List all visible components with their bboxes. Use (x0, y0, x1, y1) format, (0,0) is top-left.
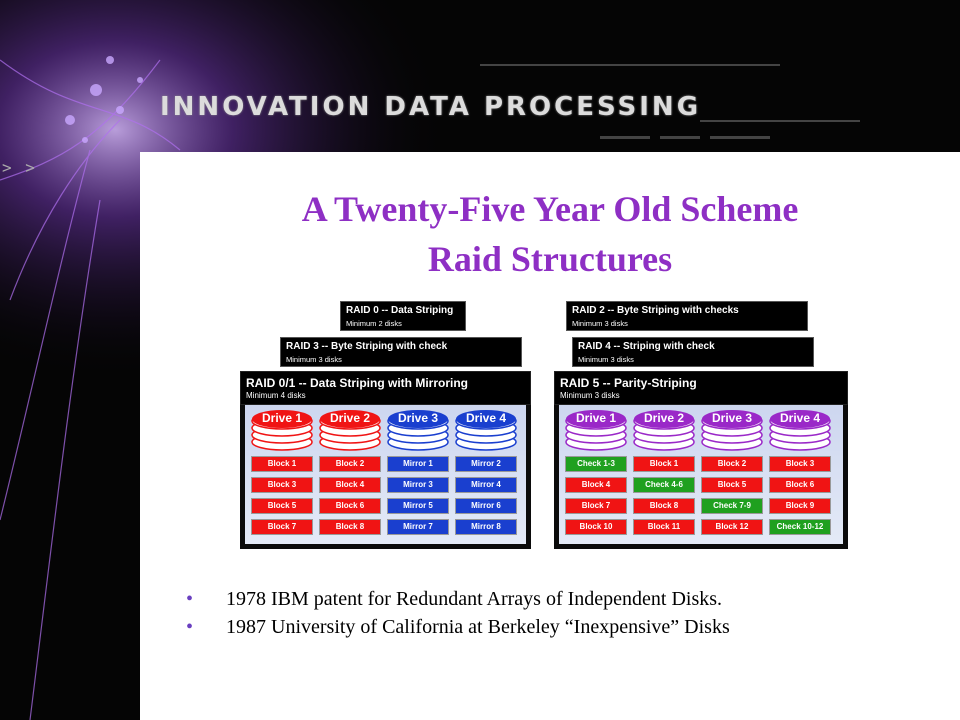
block-cell: Block 6 (769, 477, 831, 493)
raid0-sub: Minimum 2 disks (346, 319, 402, 328)
block-cell: Check 4-6 (633, 477, 695, 493)
drive-3-icon: Drive 3 (387, 409, 449, 451)
block-cell: Mirror 3 (387, 477, 449, 493)
block-cell: Block 1 (251, 456, 313, 472)
bullet-item: 1978 IBM patent for Redundant Arrays of … (186, 585, 730, 613)
title-line-2: Raid Structures (427, 239, 673, 279)
drive-2-icon: Drive 2 (633, 409, 695, 451)
raid5-title: RAID 5 -- Parity-Striping (560, 376, 697, 390)
raid2-title: RAID 2 -- Byte Striping with checks (572, 305, 739, 316)
block-cell: Block 6 (319, 498, 381, 514)
drive-2-icon: Drive 2 (319, 409, 381, 451)
drive-1-icon: Drive 1 (565, 409, 627, 451)
raid3-card: RAID 3 -- Byte Striping with check Minim… (280, 337, 522, 367)
raid5-header: RAID 5 -- Parity-Striping Minimum 3 disk… (554, 371, 848, 405)
raid01-panel: RAID 0/1 -- Data Striping with Mirroring… (240, 371, 531, 549)
block-cell: Block 5 (701, 477, 763, 493)
block-cell: Mirror 2 (455, 456, 517, 472)
block-cell: Block 8 (319, 519, 381, 535)
raid3-sub: Minimum 3 disks (286, 355, 342, 364)
drive-3-icon: Drive 3 (701, 409, 763, 451)
raid01-header: RAID 0/1 -- Data Striping with Mirroring… (240, 371, 531, 405)
drive-label: Drive 2 (329, 411, 371, 425)
block-cell: Check 1-3 (565, 456, 627, 472)
block-cell: Block 11 (633, 519, 695, 535)
raid5-panel: RAID 5 -- Parity-Striping Minimum 3 disk… (554, 371, 848, 549)
raid3-title: RAID 3 -- Byte Striping with check (286, 341, 448, 352)
raid4-title: RAID 4 -- Striping with check (578, 341, 715, 352)
block-cell: Block 4 (319, 477, 381, 493)
drive-label: Drive 4 (779, 411, 821, 425)
raid0-title: RAID 0 -- Data Striping (346, 305, 454, 316)
block-cell: Block 2 (319, 456, 381, 472)
block-cell: Block 9 (769, 498, 831, 514)
drive-4-icon: Drive 4 (455, 409, 517, 451)
drive-4-icon: Drive 4 (769, 409, 831, 451)
slide-content: A Twenty-Five Year Old Scheme Raid Struc… (140, 152, 960, 720)
block-cell: Check 7-9 (701, 498, 763, 514)
drive-label: Drive 3 (711, 411, 753, 425)
block-cell: Mirror 8 (455, 519, 517, 535)
drive-label: Drive 3 (397, 411, 439, 425)
block-cell: Block 4 (565, 477, 627, 493)
block-cell: Mirror 7 (387, 519, 449, 535)
block-cell: Mirror 1 (387, 456, 449, 472)
drive-label: Drive 4 (465, 411, 507, 425)
brand-logo: Innovation Data Processing (160, 92, 702, 122)
block-cell: Block 5 (251, 498, 313, 514)
block-cell: Block 12 (701, 519, 763, 535)
block-cell: Block 7 (565, 498, 627, 514)
raid0-card: RAID 0 -- Data Striping Minimum 2 disks (340, 301, 466, 331)
drive-label: Drive 1 (261, 411, 303, 425)
slide-title: A Twenty-Five Year Old Scheme Raid Struc… (140, 184, 960, 284)
drive-label: Drive 1 (575, 411, 617, 425)
nav-marks: > > (2, 158, 37, 177)
block-cell: Mirror 5 (387, 498, 449, 514)
block-cell: Mirror 6 (455, 498, 517, 514)
raid2-card: RAID 2 -- Byte Striping with checks Mini… (566, 301, 808, 331)
block-cell: Block 8 (633, 498, 695, 514)
raid01-grid: Drive 1 Drive 2 Drive 3 Drive 4 Block 1 Block… (245, 405, 526, 544)
raid01-sub: Minimum 4 disks (246, 391, 306, 400)
block-cell: Block 10 (565, 519, 627, 535)
block-cell: Check 10-12 (769, 519, 831, 535)
drive-1-icon: Drive 1 (251, 409, 313, 451)
drive-label: Drive 2 (643, 411, 685, 425)
block-cell: Block 7 (251, 519, 313, 535)
raid2-sub: Minimum 3 disks (572, 319, 628, 328)
raid4-sub: Minimum 3 disks (578, 355, 634, 364)
block-cell: Block 3 (251, 477, 313, 493)
bullet-list: 1978 IBM patent for Redundant Arrays of … (186, 585, 730, 641)
raid5-sub: Minimum 3 disks (560, 391, 620, 400)
raid01-title: RAID 0/1 -- Data Striping with Mirroring (246, 376, 469, 390)
block-cell: Block 1 (633, 456, 695, 472)
block-cell: Block 3 (769, 456, 831, 472)
block-cell: Block 2 (701, 456, 763, 472)
title-line-1: A Twenty-Five Year Old Scheme (301, 189, 799, 229)
block-cell: Mirror 4 (455, 477, 517, 493)
bullet-item: 1987 University of California at Berkele… (186, 613, 730, 641)
raid4-card: RAID 4 -- Striping with check Minimum 3 … (572, 337, 814, 367)
